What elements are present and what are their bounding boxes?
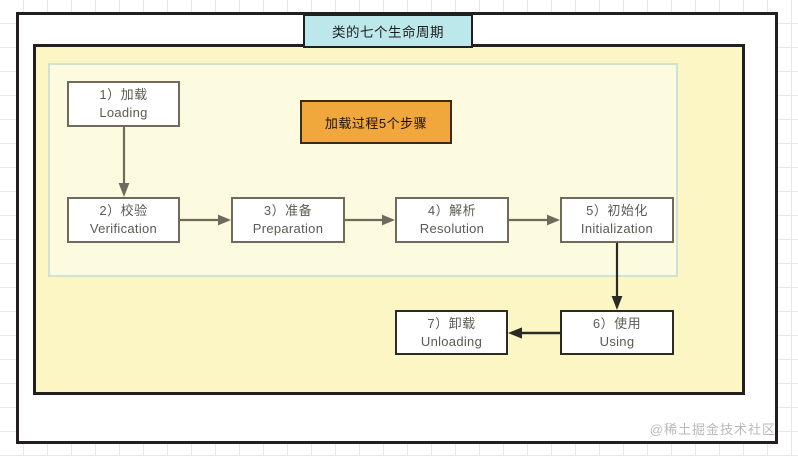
arrow-verification-to-preparation — [180, 213, 233, 227]
node-verification: 2）校验 Verification — [67, 197, 180, 243]
node-using-cn: 6）使用 — [592, 315, 642, 331]
diagram-title-box: 类的七个生命周期 — [303, 14, 473, 48]
arrow-loading-to-verification — [117, 127, 131, 199]
node-initialization: 5）初始化 Initialization — [560, 197, 674, 243]
node-preparation-en: Preparation — [252, 221, 324, 236]
node-loading-cn: 1）加载 — [99, 87, 148, 103]
node-loading: 1）加载 Loading — [67, 81, 180, 127]
node-using-en: Using — [599, 333, 635, 349]
node-loading-en: Loading — [99, 105, 148, 120]
node-resolution-en: Resolution — [419, 221, 485, 236]
node-preparation-cn: 3）准备 — [263, 203, 313, 219]
loading-steps-callout-label: 加载过程5个步骤 — [324, 115, 428, 131]
node-preparation: 3）准备 Preparation — [231, 197, 345, 243]
watermark: @稀土掘金技术社区 — [649, 422, 776, 437]
node-initialization-cn: 5）初始化 — [586, 203, 648, 219]
node-verification-en: Verification — [89, 221, 158, 236]
diagram-title-label: 类的七个生命周期 — [332, 25, 444, 40]
node-unloading-en: Unloading — [420, 333, 483, 349]
arrow-resolution-to-initialization — [509, 213, 562, 227]
arrow-using-to-unloading — [507, 326, 561, 340]
arrow-initialization-to-using — [610, 243, 624, 312]
node-resolution: 4）解析 Resolution — [395, 197, 509, 243]
arrow-preparation-to-resolution — [345, 213, 397, 227]
node-unloading: 7）卸载 Unloading — [395, 310, 508, 355]
node-resolution-cn: 4）解析 — [427, 203, 477, 219]
node-initialization-en: Initialization — [580, 221, 654, 236]
loading-steps-callout: 加载过程5个步骤 — [300, 100, 452, 144]
node-verification-cn: 2）校验 — [99, 203, 148, 219]
node-using: 6）使用 Using — [560, 310, 674, 355]
node-unloading-cn: 7）卸载 — [427, 315, 476, 331]
